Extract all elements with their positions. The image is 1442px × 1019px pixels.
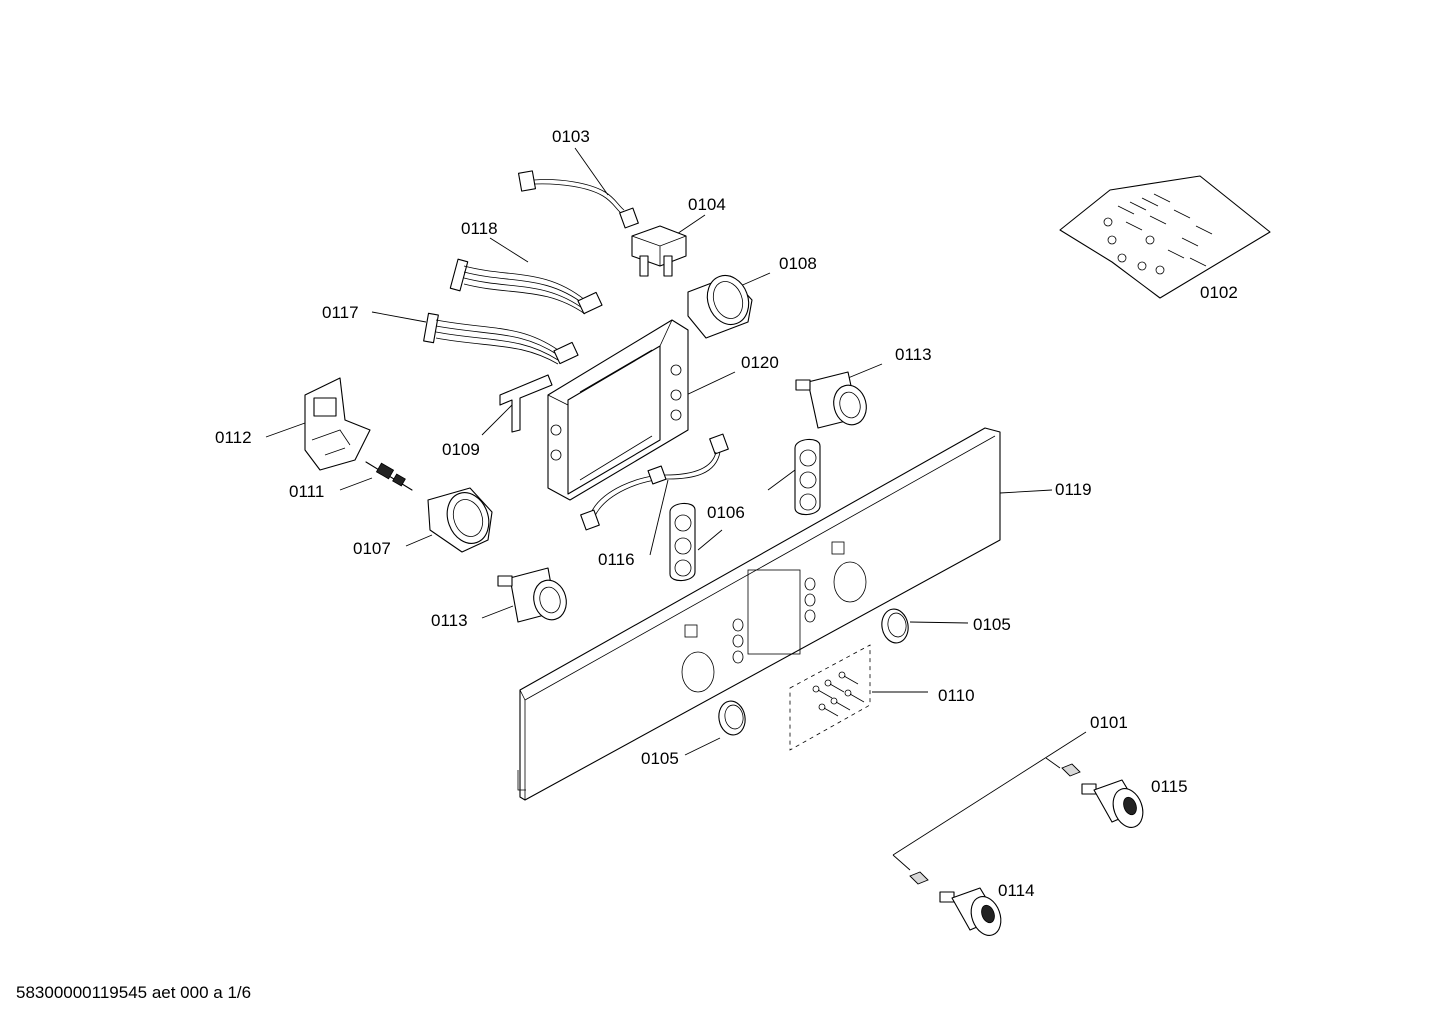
part-0106-button-strip-right (794, 438, 821, 516)
part-0110-screws (789, 644, 871, 751)
part-0119-front-panel (517, 427, 1001, 801)
label-0111: 0111 (289, 482, 324, 501)
part-0114-knob (939, 887, 1002, 936)
label-0108: 0108 (779, 254, 817, 273)
label-0114: 0114 (998, 881, 1035, 900)
part-0109-clip (499, 374, 553, 433)
part-0118-ribbon-cable (449, 258, 603, 315)
part-0120-module-frame (547, 319, 689, 501)
part-0115-knob (1081, 779, 1144, 828)
label-0105-right: 0105 (973, 615, 1011, 634)
label-0115: 0115 (1151, 777, 1188, 796)
label-0105-left: 0105 (641, 749, 679, 768)
label-0112: 0112 (215, 428, 252, 447)
drawing-reference-footer: 58300000119545 aet 000 a 1/6 (16, 983, 251, 1002)
label-0113-bottom: 0113 (431, 611, 468, 630)
part-0101-clips (909, 763, 1081, 885)
label-0117: 0117 (322, 303, 359, 322)
part-0113-knob-shaft-top (795, 371, 867, 429)
part-0117-ribbon-cable (423, 312, 579, 365)
part-0102-screw-bag (1059, 175, 1271, 299)
part-0103-cable (517, 170, 639, 229)
label-0107: 0107 (353, 539, 391, 558)
label-0102: 0102 (1200, 283, 1238, 302)
label-0110: 0110 (938, 686, 975, 705)
label-0119: 0119 (1055, 480, 1092, 499)
label-0113-top: 0113 (895, 345, 932, 364)
part-0105-ring-left (718, 700, 746, 736)
label-0109: 0109 (442, 440, 480, 459)
part-0116-wire (580, 433, 729, 531)
label-0103: 0103 (552, 127, 590, 146)
label-0106: 0106 (707, 503, 745, 522)
part-0113-knob-shaft-bottom (497, 567, 567, 623)
part-0106-button-strip-left (669, 502, 696, 582)
part-0107-bushing (427, 487, 493, 553)
leader-lines (265, 147, 1087, 871)
label-0104: 0104 (688, 195, 726, 214)
label-0101: 0101 (1090, 713, 1128, 732)
part-0105-ring-right (881, 608, 909, 644)
part-0112-switch-bracket (304, 377, 371, 471)
label-0118: 0118 (461, 219, 498, 238)
part-0108-bushing (687, 274, 753, 339)
label-0120: 0120 (741, 353, 779, 372)
part-labels: 0103 0104 0118 0108 0102 0117 0120 0113 … (215, 127, 1238, 900)
part-0104-connector (631, 225, 687, 277)
label-0116: 0116 (598, 550, 635, 569)
part-0111-shaft (365, 461, 413, 491)
